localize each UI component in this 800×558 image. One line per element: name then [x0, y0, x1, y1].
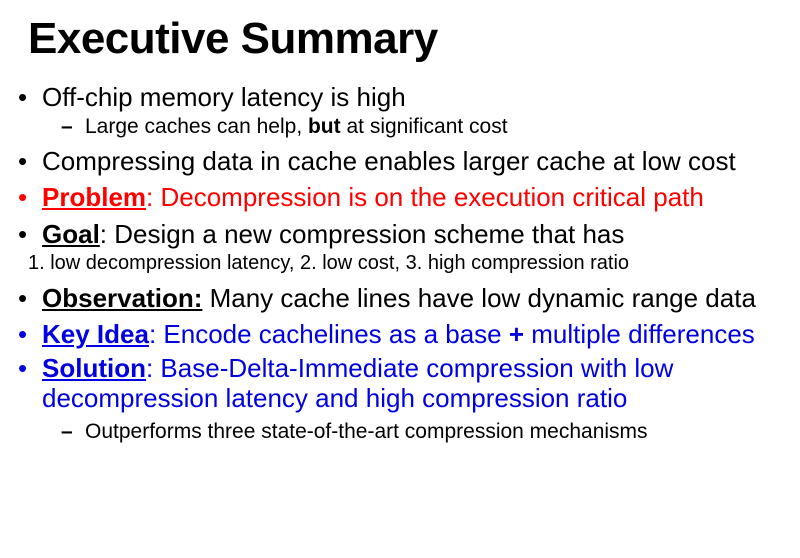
bullet-text-a: : Encode cachelines as a base [148, 319, 509, 349]
spacer [0, 212, 800, 219]
bullet-item-problem: Problem: Decompression is on the executi… [0, 182, 800, 212]
bullet-dot-icon [18, 146, 27, 176]
bullet-lead-label: Key Idea [42, 319, 149, 349]
bullet-item-key-idea: Key Idea: Encode cachelines as a base + … [0, 319, 800, 349]
bullet-dot-icon [18, 219, 27, 249]
sub-bullet-text-emphasis: but [307, 115, 341, 138]
bullet-dash-icon [61, 419, 73, 445]
bullet-item-compressing-data: Compressing data in cache enables larger… [0, 146, 800, 176]
bullet-dot-icon [18, 82, 27, 112]
bullet-item-goal: Goal: Design a new compression scheme th… [0, 219, 800, 249]
bullet-text-plus: + [508, 319, 525, 349]
spacer [0, 276, 800, 283]
sub-bullet-text-post: at significant cost [340, 115, 508, 138]
bullet-dot-icon [18, 319, 27, 349]
bullet-text: Many cache lines have low dynamic range … [202, 283, 756, 313]
slide-body: Off-chip memory latency is high Large ca… [0, 82, 800, 445]
sub-bullet-text: Outperforms three state-of-the-art compr… [85, 420, 648, 443]
bullet-text: Compressing data in cache enables larger… [42, 146, 736, 176]
bullet-dot-icon [18, 182, 27, 212]
bullet-item-observation: Observation: Many cache lines have low d… [0, 283, 800, 313]
goal-numbered-list-text: 1. low decompression latency, 2. low cos… [28, 252, 630, 274]
page-title: Executive Summary [28, 14, 438, 63]
bullet-dot-icon [18, 283, 27, 313]
bullet-item-off-chip-latency: Off-chip memory latency is high [0, 82, 800, 112]
bullet-lead-label: Goal [42, 219, 100, 249]
bullet-lead-label: Problem [42, 182, 147, 212]
bullet-text: : Design a new compression scheme that h… [99, 219, 625, 249]
bullet-lead-label: Solution [42, 353, 146, 383]
bullet-item-solution: Solution: Base-Delta-Immediate compressi… [0, 353, 800, 413]
bullet-dot-icon [18, 353, 27, 383]
sub-bullet-outperforms: Outperforms three state-of-the-art compr… [0, 419, 800, 445]
bullet-text: : Decompression is on the execution crit… [146, 182, 704, 212]
bullet-lead-label: Observation: [42, 283, 203, 313]
bullet-dash-icon [61, 114, 73, 140]
bullet-text: Off-chip memory latency is high [42, 82, 406, 112]
bullet-text: : Base-Delta-Immediate compression with … [42, 353, 674, 413]
bullet-text-b: multiple differences [524, 319, 755, 349]
sub-bullet-large-caches: Large caches can help, but at significan… [0, 114, 800, 140]
goal-numbered-list: 1. low decompression latency, 2. low cos… [0, 251, 800, 276]
sub-bullet-text-pre: Large caches can help, [85, 115, 308, 138]
